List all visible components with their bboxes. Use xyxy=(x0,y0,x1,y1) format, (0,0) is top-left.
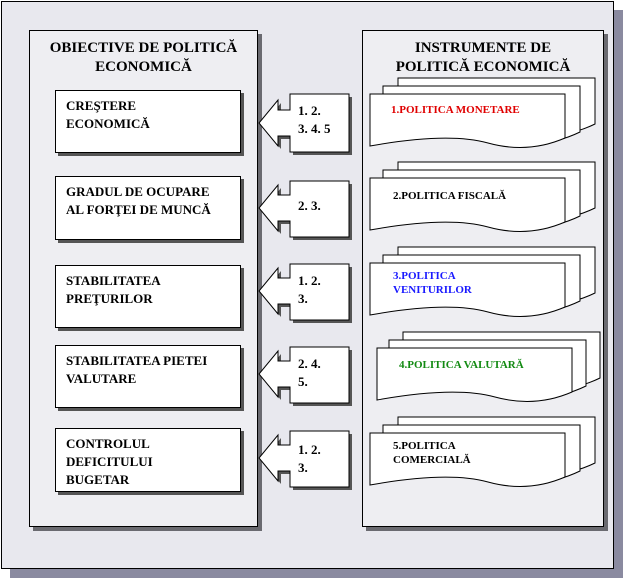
left-arrow-icon xyxy=(258,346,352,406)
document-stack-icon xyxy=(376,331,601,402)
arrow-connector: 1. 2. 3. 4. 5 xyxy=(255,90,352,155)
arrow-connector: 1. 2. 3. xyxy=(255,427,352,491)
document-stack-icon xyxy=(369,77,596,148)
instrument-monetary-policy: 1.POLITICA MONETARE xyxy=(368,76,598,148)
objective-budget-deficit: CONTROLUL DEFICITULUI BUGETAR xyxy=(55,428,241,492)
left-arrow-icon xyxy=(258,430,352,490)
left-arrow-icon xyxy=(258,93,352,155)
arrow-refs: 1. 2. 3. 4. 5 xyxy=(298,103,331,136)
left-arrow-icon xyxy=(258,180,352,240)
arrow-refs: 1. 2. 3. xyxy=(298,442,321,475)
instrument-label: 3.POLITICA VENITURILOR xyxy=(393,270,472,296)
objective-employment: GRADUL DE OCUPARE AL FORŢEI DE MUNCĂ xyxy=(55,176,241,240)
instruments-title: INSTRUMENTE DE POLITICĂ ECONOMICĂ xyxy=(395,40,571,75)
instrument-trade-policy: 5.POLITICA COMERCIALĂ xyxy=(368,415,598,487)
instrument-label: 1.POLITICA MONETARE xyxy=(391,104,520,116)
objectives-title: OBIECTIVE DE POLITICĂ ECONOMICĂ xyxy=(49,40,238,75)
arrow-connector: 1. 2. 3. xyxy=(255,260,352,324)
objective-price-stability: STABILITATEA PREŢURILOR xyxy=(55,265,241,328)
arrow-refs: 1. 2. 3. xyxy=(298,273,321,306)
arrow-refs: 2. 3. xyxy=(298,198,321,213)
objective-economic-growth: CREŞTERE ECONOMICĂ xyxy=(55,90,241,153)
arrow-refs: 2. 4. 5. xyxy=(298,356,321,389)
instrument-currency-policy: 4.POLITICA VALUTARĂ xyxy=(375,330,605,402)
instrument-label: 2.POLITICA FISCALĂ xyxy=(393,190,507,202)
objective-currency-stability: STABILITATEA PIETEI VALUTARE xyxy=(55,345,241,408)
instrument-label: 5.POLITICA COMERCIALĂ xyxy=(393,440,471,466)
document-stack-icon xyxy=(369,161,596,232)
document-stack-icon xyxy=(369,246,596,317)
document-stack-icon xyxy=(369,416,596,487)
arrow-connector: 2. 4. 5. xyxy=(255,343,352,407)
instrument-label: 4.POLITICA VALUTARĂ xyxy=(399,359,524,371)
instrument-fiscal-policy: 2.POLITICA FISCALĂ xyxy=(368,160,598,232)
instrument-income-policy: 3.POLITICA VENITURILOR xyxy=(368,245,598,317)
arrow-connector: 2. 3. xyxy=(255,177,352,241)
left-arrow-icon xyxy=(258,263,352,323)
